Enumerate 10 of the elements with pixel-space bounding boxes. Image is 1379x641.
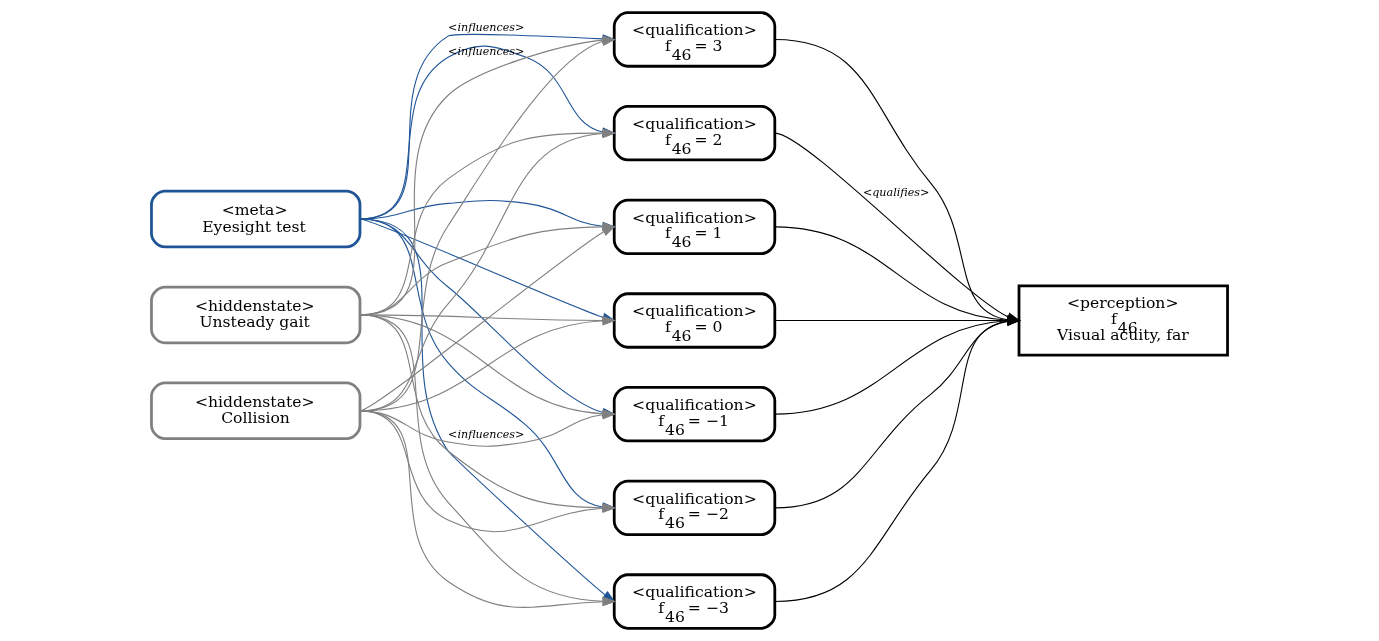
arrow bbox=[774, 316, 1021, 415]
node-box: <meta> Eyesight test bbox=[150, 189, 362, 249]
arrow bbox=[774, 316, 1021, 603]
edge-label: <influences> bbox=[448, 427, 525, 441]
node-box: <hiddenstate> Collision bbox=[150, 381, 362, 441]
arrow bbox=[774, 315, 1021, 326]
edge-label: <qualifies> bbox=[862, 185, 930, 199]
arrow bbox=[774, 316, 1021, 509]
edge-label: <influences> bbox=[448, 20, 525, 34]
node-box: <hiddenstate> Unsteady gait bbox=[150, 285, 362, 345]
